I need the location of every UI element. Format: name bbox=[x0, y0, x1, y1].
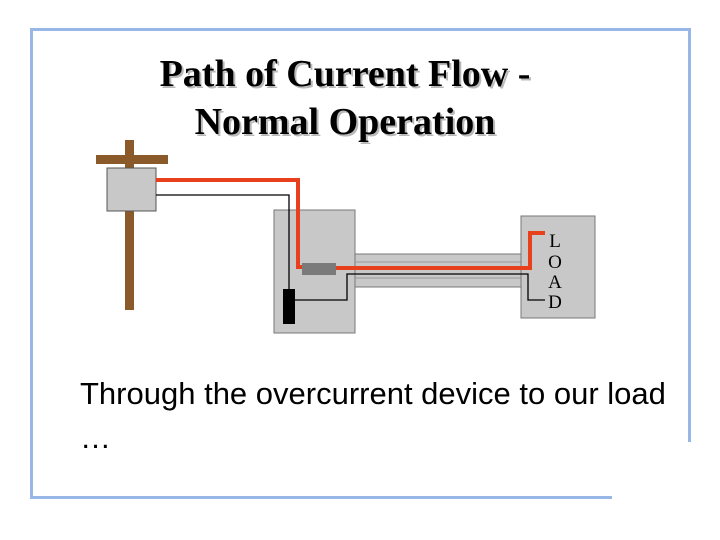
current-path-line bbox=[156, 178, 302, 269]
load-letter-d: D bbox=[548, 292, 562, 313]
load-letter-l: L bbox=[549, 231, 561, 252]
slide-title: Path of Current Flow - Normal Operation bbox=[0, 50, 690, 146]
slide-caption: Through the overcurrent device to our lo… bbox=[80, 376, 666, 455]
load-letter-o: O bbox=[548, 252, 562, 273]
slide-frame-top bbox=[30, 28, 691, 31]
title-line-2: Normal Operation bbox=[194, 101, 496, 143]
conduit bbox=[354, 253, 524, 288]
load-letter-a: A bbox=[548, 272, 562, 293]
slide-frame-bottom bbox=[30, 496, 612, 499]
neutral-wire-service bbox=[156, 194, 290, 292]
current-path-load bbox=[336, 231, 545, 270]
pole-post bbox=[125, 140, 134, 310]
utility-pole bbox=[96, 140, 168, 310]
title-line-1: Path of Current Flow - bbox=[159, 53, 531, 95]
slide-frame-left bbox=[30, 28, 33, 499]
neutral-bar bbox=[283, 289, 295, 324]
pole-transformer bbox=[106, 167, 157, 212]
overcurrent-device bbox=[302, 263, 336, 275]
neutral-wire-load bbox=[294, 273, 545, 301]
pole-crossarm bbox=[96, 155, 168, 164]
slide-frame-right bbox=[688, 28, 691, 442]
